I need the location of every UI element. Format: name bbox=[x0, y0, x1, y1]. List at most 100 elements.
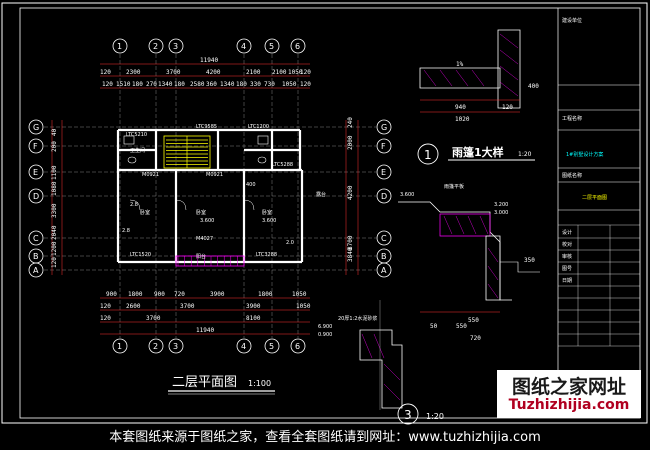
col-axis-bubble-bottom bbox=[112, 338, 128, 354]
dim-top-seg: 1050 bbox=[288, 69, 303, 76]
dim-bottom-total: 11940 bbox=[196, 327, 214, 334]
dim-top-small: 120 bbox=[102, 81, 113, 88]
row-axis-bubble-left bbox=[28, 119, 44, 135]
row-axis-bubble-left bbox=[28, 230, 44, 246]
dim-bottom-segA: 1800 bbox=[258, 291, 273, 298]
plan-annotation: 3.600 bbox=[200, 218, 214, 224]
dim-right: 2000 bbox=[347, 135, 354, 150]
dim-top-small: 180 bbox=[132, 81, 143, 88]
dim-bottom-segA: 1050 bbox=[292, 291, 307, 298]
col-axis-bubble-top bbox=[112, 38, 128, 54]
row-axis-label-right: D bbox=[381, 192, 387, 201]
dim-top-small: 1050 bbox=[282, 81, 297, 88]
d1-dim-1: 1020 bbox=[455, 116, 470, 123]
dim-left: 1200 bbox=[51, 241, 58, 256]
row-axis-label-left: F bbox=[33, 142, 38, 151]
dim-right: 240 bbox=[347, 117, 354, 128]
dim-top-small: 1510 bbox=[116, 81, 131, 88]
dim-bottom-segA: 900 bbox=[106, 291, 117, 298]
plan-annotation: M0921 bbox=[206, 172, 223, 178]
dim-top-small: 180 bbox=[236, 81, 247, 88]
plan-annotation: 2.0 bbox=[286, 240, 294, 246]
plan-annotation: LTC9585 bbox=[196, 124, 217, 130]
row-axis-label-right: F bbox=[381, 142, 386, 151]
dim-top-seg: 2100 bbox=[272, 69, 287, 76]
dim-bottom-segB: 1050 bbox=[296, 303, 311, 310]
canopy-detail-1: 1% 940 1020 120 400 1 雨篷1大样 1:20 bbox=[417, 29, 539, 165]
dim-bottom-segA: 1800 bbox=[128, 291, 143, 298]
dim-right: 3840 bbox=[347, 247, 354, 262]
plan-scale: 1:100 bbox=[248, 379, 271, 388]
col-axis-label-top: 4 bbox=[241, 42, 246, 51]
row-axis-label-right: E bbox=[381, 168, 386, 177]
plan-annotation: LTC1520 bbox=[130, 252, 151, 258]
plan-annotation: 2.8 bbox=[130, 202, 138, 208]
dim-bottom-segB: 120 bbox=[100, 303, 111, 310]
col-axis-bubble-bottom bbox=[264, 338, 280, 354]
title-cell-3: 设计 bbox=[562, 229, 572, 236]
dim-top-small: 2580 bbox=[190, 81, 205, 88]
title-drawing-name: 二层平面图 bbox=[582, 195, 607, 201]
title-cell-6: 图号 bbox=[562, 266, 572, 272]
dim-left: 3300 bbox=[51, 203, 58, 218]
d3-number: 3 bbox=[404, 408, 412, 422]
row-axis-label-left: C bbox=[33, 234, 39, 243]
row-axis-label-right: A bbox=[381, 266, 387, 275]
room-label: 阳台 bbox=[196, 253, 206, 260]
site-logo: 图纸之家网址 Tuzhizhijia.com bbox=[497, 370, 641, 418]
col-axis-label-top: 5 bbox=[269, 42, 274, 51]
title-cell-1: 工程名称 bbox=[562, 115, 582, 122]
door-swing bbox=[243, 199, 255, 211]
dim-left: 1100 bbox=[51, 165, 58, 180]
row-axis-label-left: G bbox=[33, 123, 39, 132]
logo-cn: 图纸之家网址 bbox=[511, 376, 626, 398]
row-axis-label-right: G bbox=[381, 123, 387, 132]
dim-left: 2040 bbox=[51, 225, 58, 240]
footer-source-note: 本套图纸来源于图纸之家，查看全套图纸请到网址：www.tuzhizhijia.c… bbox=[109, 430, 541, 445]
room-label: 卫生间 bbox=[130, 147, 145, 154]
dim-top-small: 180 bbox=[174, 81, 185, 88]
row-axis-bubble-right bbox=[376, 262, 392, 278]
dim-bottom-segA: 720 bbox=[174, 291, 185, 298]
title-block: 建设单位 工程名称 1#别墅设计方案 图纸名称 二层平面图 设计 校对 审核 图… bbox=[557, 8, 640, 418]
room-label: 卧室 bbox=[196, 209, 206, 216]
plan-annotation: LTC3288 bbox=[256, 252, 277, 258]
dim-top-seg: 120 bbox=[300, 69, 311, 76]
d2-label-1: 雨篷平板 bbox=[444, 183, 464, 190]
col-axis-label-bottom: 2 bbox=[153, 342, 158, 351]
room-label: 卧室 bbox=[140, 209, 150, 216]
dim-top-seg: 2100 bbox=[246, 69, 261, 76]
dim-left: 120 bbox=[51, 257, 58, 268]
toilet-fixture bbox=[127, 156, 137, 164]
plan-annotation: LTC5288 bbox=[272, 162, 293, 168]
col-axis-bubble-bottom bbox=[236, 338, 252, 354]
d3-dim-0: 50 bbox=[430, 323, 438, 330]
dim-top-seg: 120 bbox=[100, 69, 111, 76]
dim-bottom-segB: 2600 bbox=[126, 303, 141, 310]
plan-annotation: 400 bbox=[246, 182, 256, 188]
canopy-detail-2: 3.600 雨篷平板 3.200 3.000 550 350 bbox=[398, 183, 540, 324]
title-cell-2: 图纸名称 bbox=[562, 172, 582, 179]
col-axis-label-top: 1 bbox=[117, 42, 122, 51]
d2-dim-2: 350 bbox=[524, 257, 535, 264]
plan-annotation: LTC1200 bbox=[248, 124, 269, 130]
basin-fixture bbox=[257, 135, 269, 145]
row-axis-bubble-right bbox=[376, 230, 392, 246]
col-axis-label-bottom: 6 bbox=[295, 342, 300, 351]
d3-dim-1: 550 bbox=[456, 323, 467, 330]
dim-left: 200 bbox=[51, 141, 58, 152]
detail-3: 20厚1:2水泥砂浆 6.900 0.900 50 550 720 3 1:20 bbox=[318, 300, 481, 425]
d3-scale: 1:20 bbox=[426, 412, 444, 421]
row-axis-bubble-left bbox=[28, 262, 44, 278]
col-axis-bubble-bottom bbox=[148, 338, 164, 354]
logo-en: Tuzhizhijia.com bbox=[508, 397, 630, 413]
title-cell-7: 日期 bbox=[562, 278, 572, 284]
title-cell-5: 审核 bbox=[562, 253, 572, 260]
col-axis-bubble-bottom bbox=[290, 338, 306, 354]
title-cell-0: 建设单位 bbox=[562, 17, 582, 24]
room-label: 卧室 bbox=[262, 209, 272, 216]
dim-bottom-segC: 3700 bbox=[146, 315, 161, 322]
dim-right: 4200 bbox=[347, 185, 354, 200]
